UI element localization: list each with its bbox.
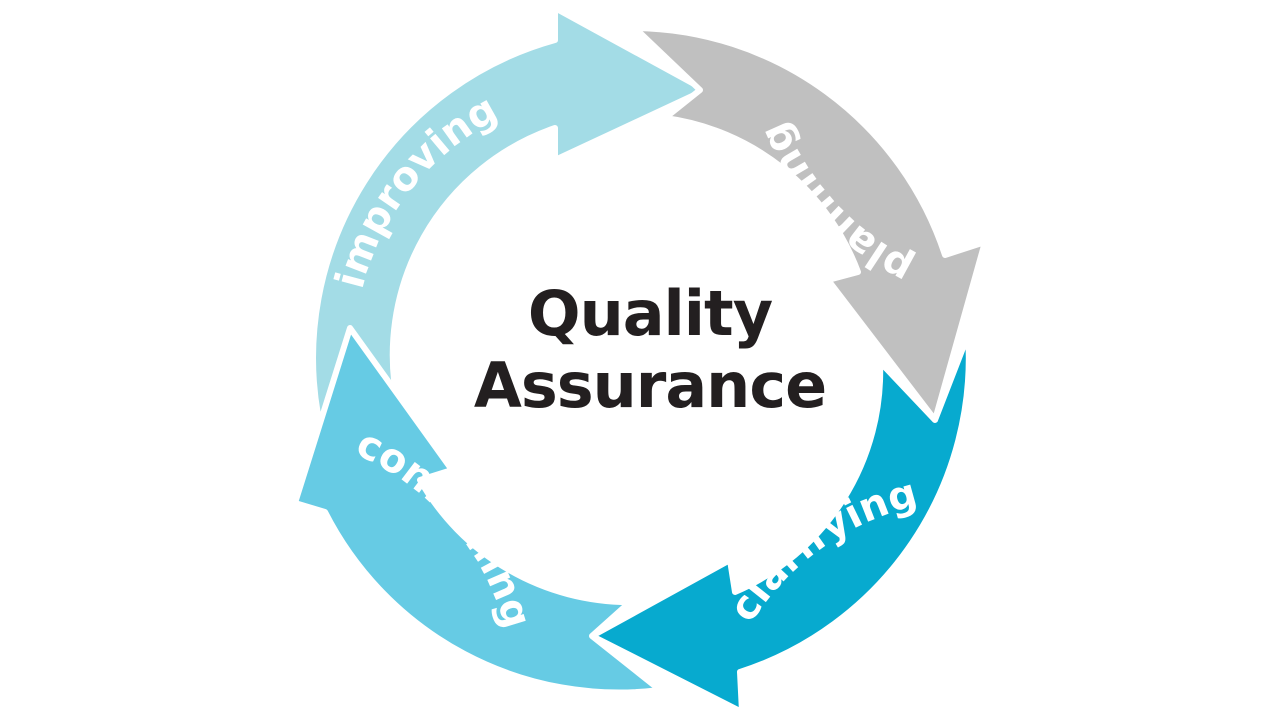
arrow-planning xyxy=(632,25,988,423)
title-line-1: Quality xyxy=(527,277,773,350)
arrow-clarifying xyxy=(589,332,972,715)
center-title: Quality Assurance xyxy=(440,278,860,422)
title-line-2: Assurance xyxy=(473,349,827,422)
arrow-confirming xyxy=(292,325,663,696)
arrow-improving xyxy=(310,5,708,418)
